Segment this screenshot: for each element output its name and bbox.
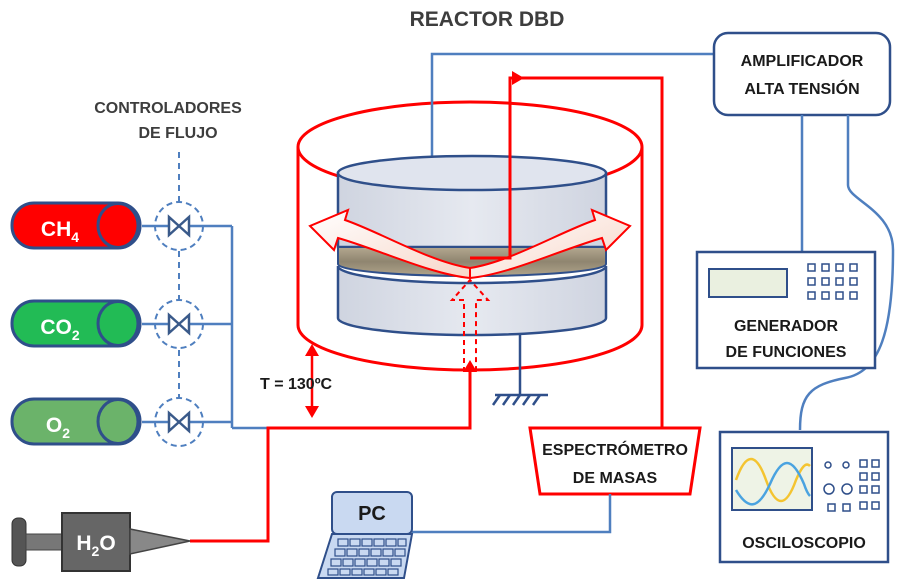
amplifier-label-line2: ALTA TENSIÓN xyxy=(744,79,859,98)
hv-amplifier: AMPLIFICADOR ALTA TENSIÓN xyxy=(712,31,892,117)
pc-laptop: PC xyxy=(316,491,414,579)
gas-subscript: 4 xyxy=(71,229,79,245)
generator-label-line1: GENERADOR xyxy=(734,318,838,335)
flow-valve-2 xyxy=(154,299,204,349)
gas-inlet-arrow-icon xyxy=(449,278,491,372)
oscilloscope: OSCILOSCOPIO xyxy=(718,430,890,564)
red-outlet-line xyxy=(470,76,664,428)
ground-icon xyxy=(491,335,548,406)
gas-subscript: 2 xyxy=(62,425,70,441)
generator-label-line2: DE FUNCIONES xyxy=(726,344,847,361)
pc-wire xyxy=(412,494,612,534)
svg-text:CH4: CH4 xyxy=(41,218,79,245)
red-feed-line xyxy=(190,365,472,543)
water-tail: O xyxy=(99,532,115,555)
flow-valve-1 xyxy=(154,201,204,251)
svg-text:CO2: CO2 xyxy=(40,316,80,343)
outlet-arrow-icon xyxy=(512,71,524,85)
gas-cylinder-ch4: CH4 xyxy=(10,201,142,250)
function-generator: GENERADOR DE FUNCIONES xyxy=(695,250,877,370)
gas-cylinder-o2: O2 xyxy=(10,397,142,446)
temperature-label: T = 130ºC xyxy=(260,376,333,393)
mass-spectrometer: ESPECTRÓMETRO DE MASAS xyxy=(528,426,702,496)
temperature-arrow-icon xyxy=(305,344,319,418)
gas-formula: CO xyxy=(40,316,72,339)
svg-text:O2: O2 xyxy=(46,414,70,441)
water-subscript: 2 xyxy=(92,543,100,559)
oscilloscope-label: OSCILOSCOPIO xyxy=(742,535,866,552)
spectrometer-label-line1: ESPECTRÓMETRO xyxy=(542,440,688,459)
controllers-label-line1: CONTROLADORES xyxy=(94,100,242,117)
spectrometer-label-line2: DE MASAS xyxy=(573,470,658,487)
water-syringe: H2O xyxy=(11,512,191,572)
oscilloscope-wire xyxy=(798,115,895,431)
diagram-title: REACTOR DBD xyxy=(410,8,565,31)
plasma-flow-arrow-right xyxy=(469,208,632,280)
gas-formula: O xyxy=(46,414,62,437)
lower-electrode xyxy=(336,265,608,337)
waveform-yellow xyxy=(734,458,811,502)
reactor-vessel xyxy=(296,100,644,372)
hv-wire xyxy=(430,52,714,165)
gas-formula: CH xyxy=(41,218,71,241)
gas-subscript: 2 xyxy=(72,327,80,343)
controllers-label-line2: DE FLUJO xyxy=(138,125,217,142)
water-formula: H xyxy=(76,532,91,555)
svg-text:H2O: H2O xyxy=(76,532,115,559)
gas-cylinder-co2: CO2 xyxy=(10,299,142,348)
plasma-flow-arrow-left xyxy=(308,208,471,280)
amplifier-label-line1: AMPLIFICADOR xyxy=(741,53,864,70)
waveform-blue xyxy=(734,462,811,506)
pc-label: PC xyxy=(358,503,386,525)
flow-valve-3 xyxy=(154,397,204,447)
